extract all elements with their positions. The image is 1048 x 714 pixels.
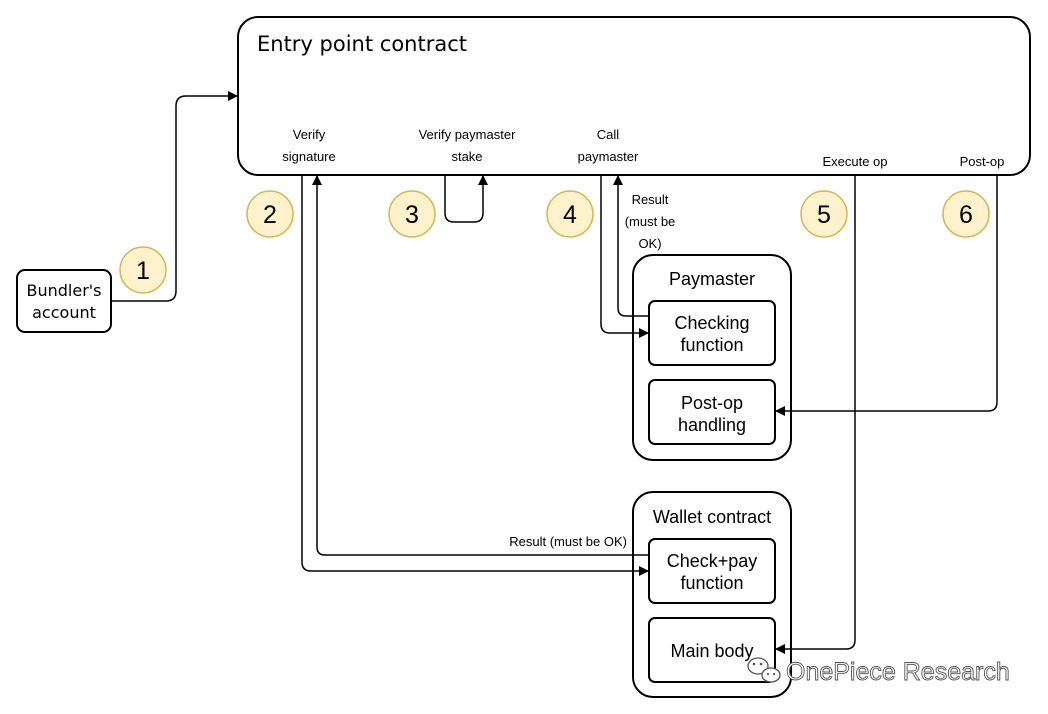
- checking-function-box: [648, 300, 776, 366]
- check-pay-function-box: [648, 538, 776, 604]
- wallet-result-label: Result (must be OK): [509, 534, 627, 549]
- check-pay-function-label-1: Check+pay: [667, 551, 758, 571]
- bundler-to-entry-arrow: [111, 91, 238, 302]
- call-paymaster-label-1: Call: [597, 127, 620, 142]
- wallet-result-arrow: [312, 175, 648, 556]
- step-badge-5: [800, 190, 848, 238]
- post-op-handling-label-1: Post-op: [681, 393, 743, 413]
- execute-op-label: Execute op: [822, 154, 887, 169]
- checking-function-label-2: function: [680, 335, 743, 355]
- step-badge-3-label: 3: [405, 201, 419, 229]
- step-badge-5-label: 5: [817, 201, 831, 229]
- paymaster-title: Paymaster: [669, 269, 755, 289]
- paymaster-result-label-2: (must be: [625, 214, 676, 229]
- watermark-logo-icon: [747, 657, 781, 683]
- call-paymaster-label-2: paymaster: [578, 149, 639, 164]
- main-body-label: Main body: [670, 641, 753, 661]
- paymaster-result-label-1: Result: [632, 192, 669, 207]
- step-badge-4: [546, 190, 594, 238]
- verify-signature-label-2: signature: [282, 149, 335, 164]
- bundler-label-1: Bundler's: [26, 281, 101, 300]
- step-badge-1-label: 1: [136, 257, 150, 285]
- bundler-label-2: account: [32, 303, 96, 322]
- checking-function-label-1: Checking: [674, 313, 749, 333]
- entry-point-box: [237, 16, 1031, 176]
- step-badge-2-label: 2: [263, 201, 277, 229]
- wallet-contract-title: Wallet contract: [653, 507, 771, 527]
- watermark-text: OnePiece Research: [786, 658, 1010, 686]
- post-op-label: Post-op: [960, 154, 1005, 169]
- verify-paymaster-stake-label-1: Verify paymaster: [419, 127, 516, 142]
- verify-signature-label-1: Verify: [293, 127, 326, 142]
- step-badge-2: [246, 190, 294, 238]
- post-op-handling-label-2: handling: [678, 415, 746, 435]
- paymaster-result-arrow: [613, 175, 648, 317]
- step-badge-3: [388, 190, 436, 238]
- entry-point-title: Entry point contract: [257, 32, 467, 56]
- check-pay-function-label-2: function: [680, 573, 743, 593]
- verify-stake-loop-arrow: [444, 175, 488, 223]
- call-paymaster-arrow: [600, 175, 649, 338]
- verify-signature-call-arrow: [301, 175, 649, 576]
- post-op-arrow: [775, 175, 998, 416]
- bundler-account-box: [16, 269, 112, 333]
- execute-op-arrow: [775, 175, 856, 654]
- step-badge-6: [942, 190, 990, 238]
- paymaster-result-label-3: OK): [638, 236, 661, 251]
- verify-paymaster-stake-label-2: stake: [451, 149, 482, 164]
- step-badge-4-label: 4: [563, 201, 577, 229]
- step-badge-1: [119, 246, 167, 294]
- step-badge-6-label: 6: [959, 201, 973, 229]
